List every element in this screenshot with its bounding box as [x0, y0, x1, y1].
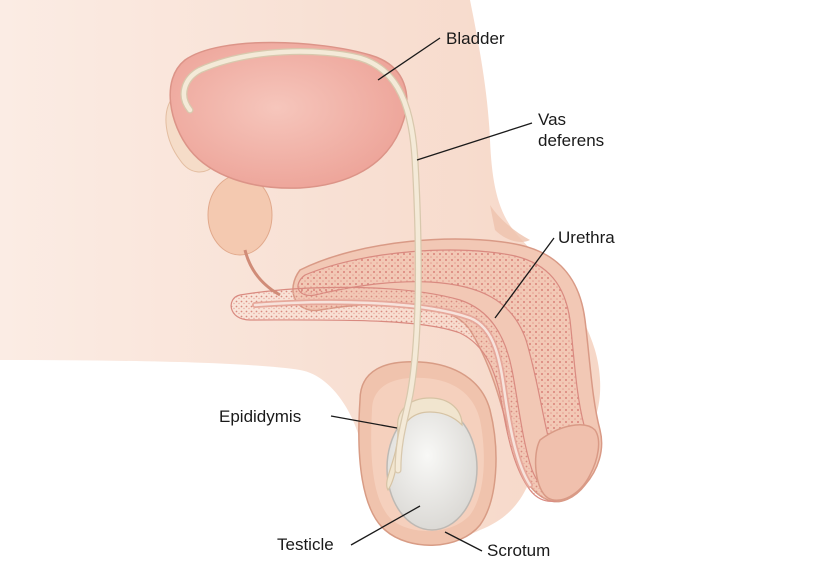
vas-deferens-tube-core — [181, 49, 421, 473]
bladder-shape — [169, 41, 408, 189]
vas-deferens-leader-line — [416, 122, 533, 161]
prostate — [207, 174, 273, 256]
corpus-spongiosum — [230, 286, 571, 502]
urethra-tube-core — [253, 300, 532, 487]
scrotum-leader-line — [444, 531, 483, 552]
urethra-leader-line — [494, 237, 555, 319]
label-vas-deferens-line2: deferens — [538, 131, 605, 150]
label-urethra: Urethra — [558, 228, 615, 247]
label-epididymis: Epididymis — [219, 407, 302, 426]
testicle-leader-line — [350, 505, 421, 546]
label-vas-deferens: Vas deferens — [538, 109, 604, 151]
bladder-leader-line — [377, 37, 441, 81]
label-bladder: Bladder — [446, 29, 505, 48]
label-testicle: Testicle — [277, 535, 334, 554]
label-vas-deferens-line1: Vas — [538, 110, 567, 129]
body-fold-shadow — [490, 205, 530, 242]
glans — [534, 424, 600, 501]
ejaculatory-duct — [243, 249, 281, 297]
label-scrotum: Scrotum — [487, 541, 551, 560]
epididymis-leader-line — [330, 415, 398, 429]
